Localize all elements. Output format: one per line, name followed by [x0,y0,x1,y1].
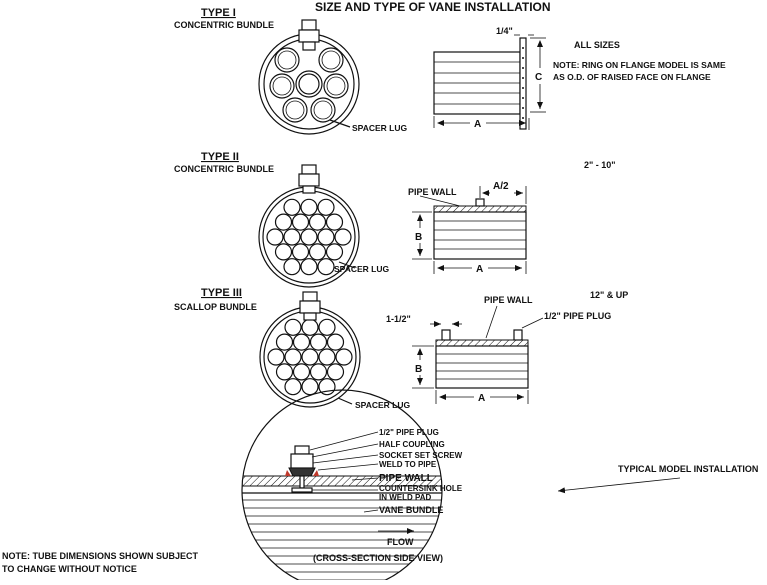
type2-tube [283,258,301,276]
type2-heading: TYPE II [201,151,239,163]
type1-heading: TYPE I [201,7,236,19]
cs-countersink-2: IN WELD PAD [379,493,432,502]
type2-tube [291,213,310,231]
cs-set-screw: SOCKET SET SCREW [379,451,463,460]
type2-tube [325,243,344,261]
type1-side-view: A 1/4" C [433,26,546,130]
cs-weld: WELD TO PIPE [379,460,437,469]
type2-tube [300,228,318,246]
type3-tube [335,348,353,366]
bottom-note-line1: NOTE: TUBE DIMENSIONS SHOWN SUBJECT [2,551,199,561]
cs-pipe-plug: 1/2" PIPE PLUG [379,428,439,437]
type2-side-view: PIPE WALL A/2 B A [408,181,527,275]
type3-tube [275,363,294,381]
type2-tube [334,228,352,246]
type2-tube [308,243,327,261]
cs-countersink-1: COUNTERSINK HOLE [379,484,463,493]
type2-pipe-wall: PIPE WALL [408,187,457,197]
type1-end-view: SPACER LUG [258,19,407,135]
type3-heading: TYPE III [201,287,242,299]
type1-note-line1: NOTE: RING ON FLANGE MODEL IS SAME [553,60,726,70]
type2-dim-a2: A/2 [493,181,509,192]
type1-dim-c: C [535,72,542,83]
type3-tube [284,348,302,366]
type3-tube [301,318,319,336]
type3-tube [309,363,328,381]
type3-dim-a: A [478,393,485,404]
type3-tube [326,333,345,351]
type2-tube [325,213,344,231]
type3-dim-left: 1-1/2" [386,314,411,324]
type2-subheading: CONCENTRIC BUNDLE [174,164,274,174]
type3-pipe-wall: PIPE WALL [484,295,533,305]
type3-tube [301,378,319,396]
type3-tube [284,318,302,336]
type2-size-label: 2" - 10" [584,160,616,170]
type2-end-view: SPACER LUG [258,164,389,288]
type3-tube [292,333,311,351]
cs-pipe-wall: PIPE WALL [379,473,433,484]
type2-section: TYPE II CONCENTRIC BUNDLE SPACER LUG PIP… [174,151,616,288]
type3-tube [267,348,285,366]
cross-section: 1/2" PIPE PLUG HALF COUPLING SOCKET SET … [241,389,758,585]
type1-section: TYPE I CONCENTRIC BUNDLE SP [174,7,726,135]
type2-dim-a: A [476,264,483,275]
bottom-note-line2: TO CHANGE WITHOUT NOTICE [2,564,137,574]
type2-spacer-lug: SPACER LUG [334,264,389,274]
type3-tube [318,318,336,336]
type3-end-view: SPACER LUG [259,291,410,410]
type2-tube [266,228,284,246]
type1-dim-a: A [474,119,481,130]
type2-tube [300,258,318,276]
cs-half-coupling: HALF COUPLING [379,440,445,449]
type3-section: TYPE III SCALLOP BUNDLE SPACER LUG PIPE … [174,287,628,410]
cs-typical: TYPICAL MODEL INSTALLATION [618,464,758,474]
type3-tube [326,363,345,381]
type3-pipe-plug: 1/2" PIPE PLUG [544,311,611,321]
type3-tube [284,378,302,396]
type3-tube [301,348,319,366]
type2-tube [274,213,293,231]
cs-caption: (CROSS-SECTION SIDE VIEW) [313,553,443,563]
type3-tube [292,363,311,381]
type3-tube [318,378,336,396]
type2-tube [274,243,293,261]
type2-tube [317,228,335,246]
type2-tube [300,198,318,216]
type2-tube [317,258,335,276]
type2-tube [291,243,310,261]
type2-tube [317,198,335,216]
cs-flow: FLOW [387,537,414,547]
type2-tube [283,198,301,216]
type3-subheading: SCALLOP BUNDLE [174,302,257,312]
type1-size-label: ALL SIZES [574,40,620,50]
type2-tube [308,213,327,231]
type2-tube [283,228,301,246]
type3-size-label: 12" & UP [590,290,628,300]
type1-note-line2: AS O.D. OF RAISED FACE ON FLANGE [553,72,711,82]
type1-spacer-lug: SPACER LUG [352,123,407,133]
type3-spacer-lug: SPACER LUG [355,400,410,410]
type2-dim-b: B [415,232,422,243]
cs-vane-bundle: VANE BUNDLE [379,505,443,515]
type3-dim-b: B [415,364,422,375]
type1-subheading: CONCENTRIC BUNDLE [174,20,274,30]
type3-tube [275,333,294,351]
type1-dim-top: 1/4" [496,26,513,36]
page-title: SIZE AND TYPE OF VANE INSTALLATION [315,0,551,14]
type3-tube [309,333,328,351]
type3-side-view: PIPE WALL 1/2" PIPE PLUG 1-1/2" B A [386,295,611,404]
type3-tube [318,348,336,366]
